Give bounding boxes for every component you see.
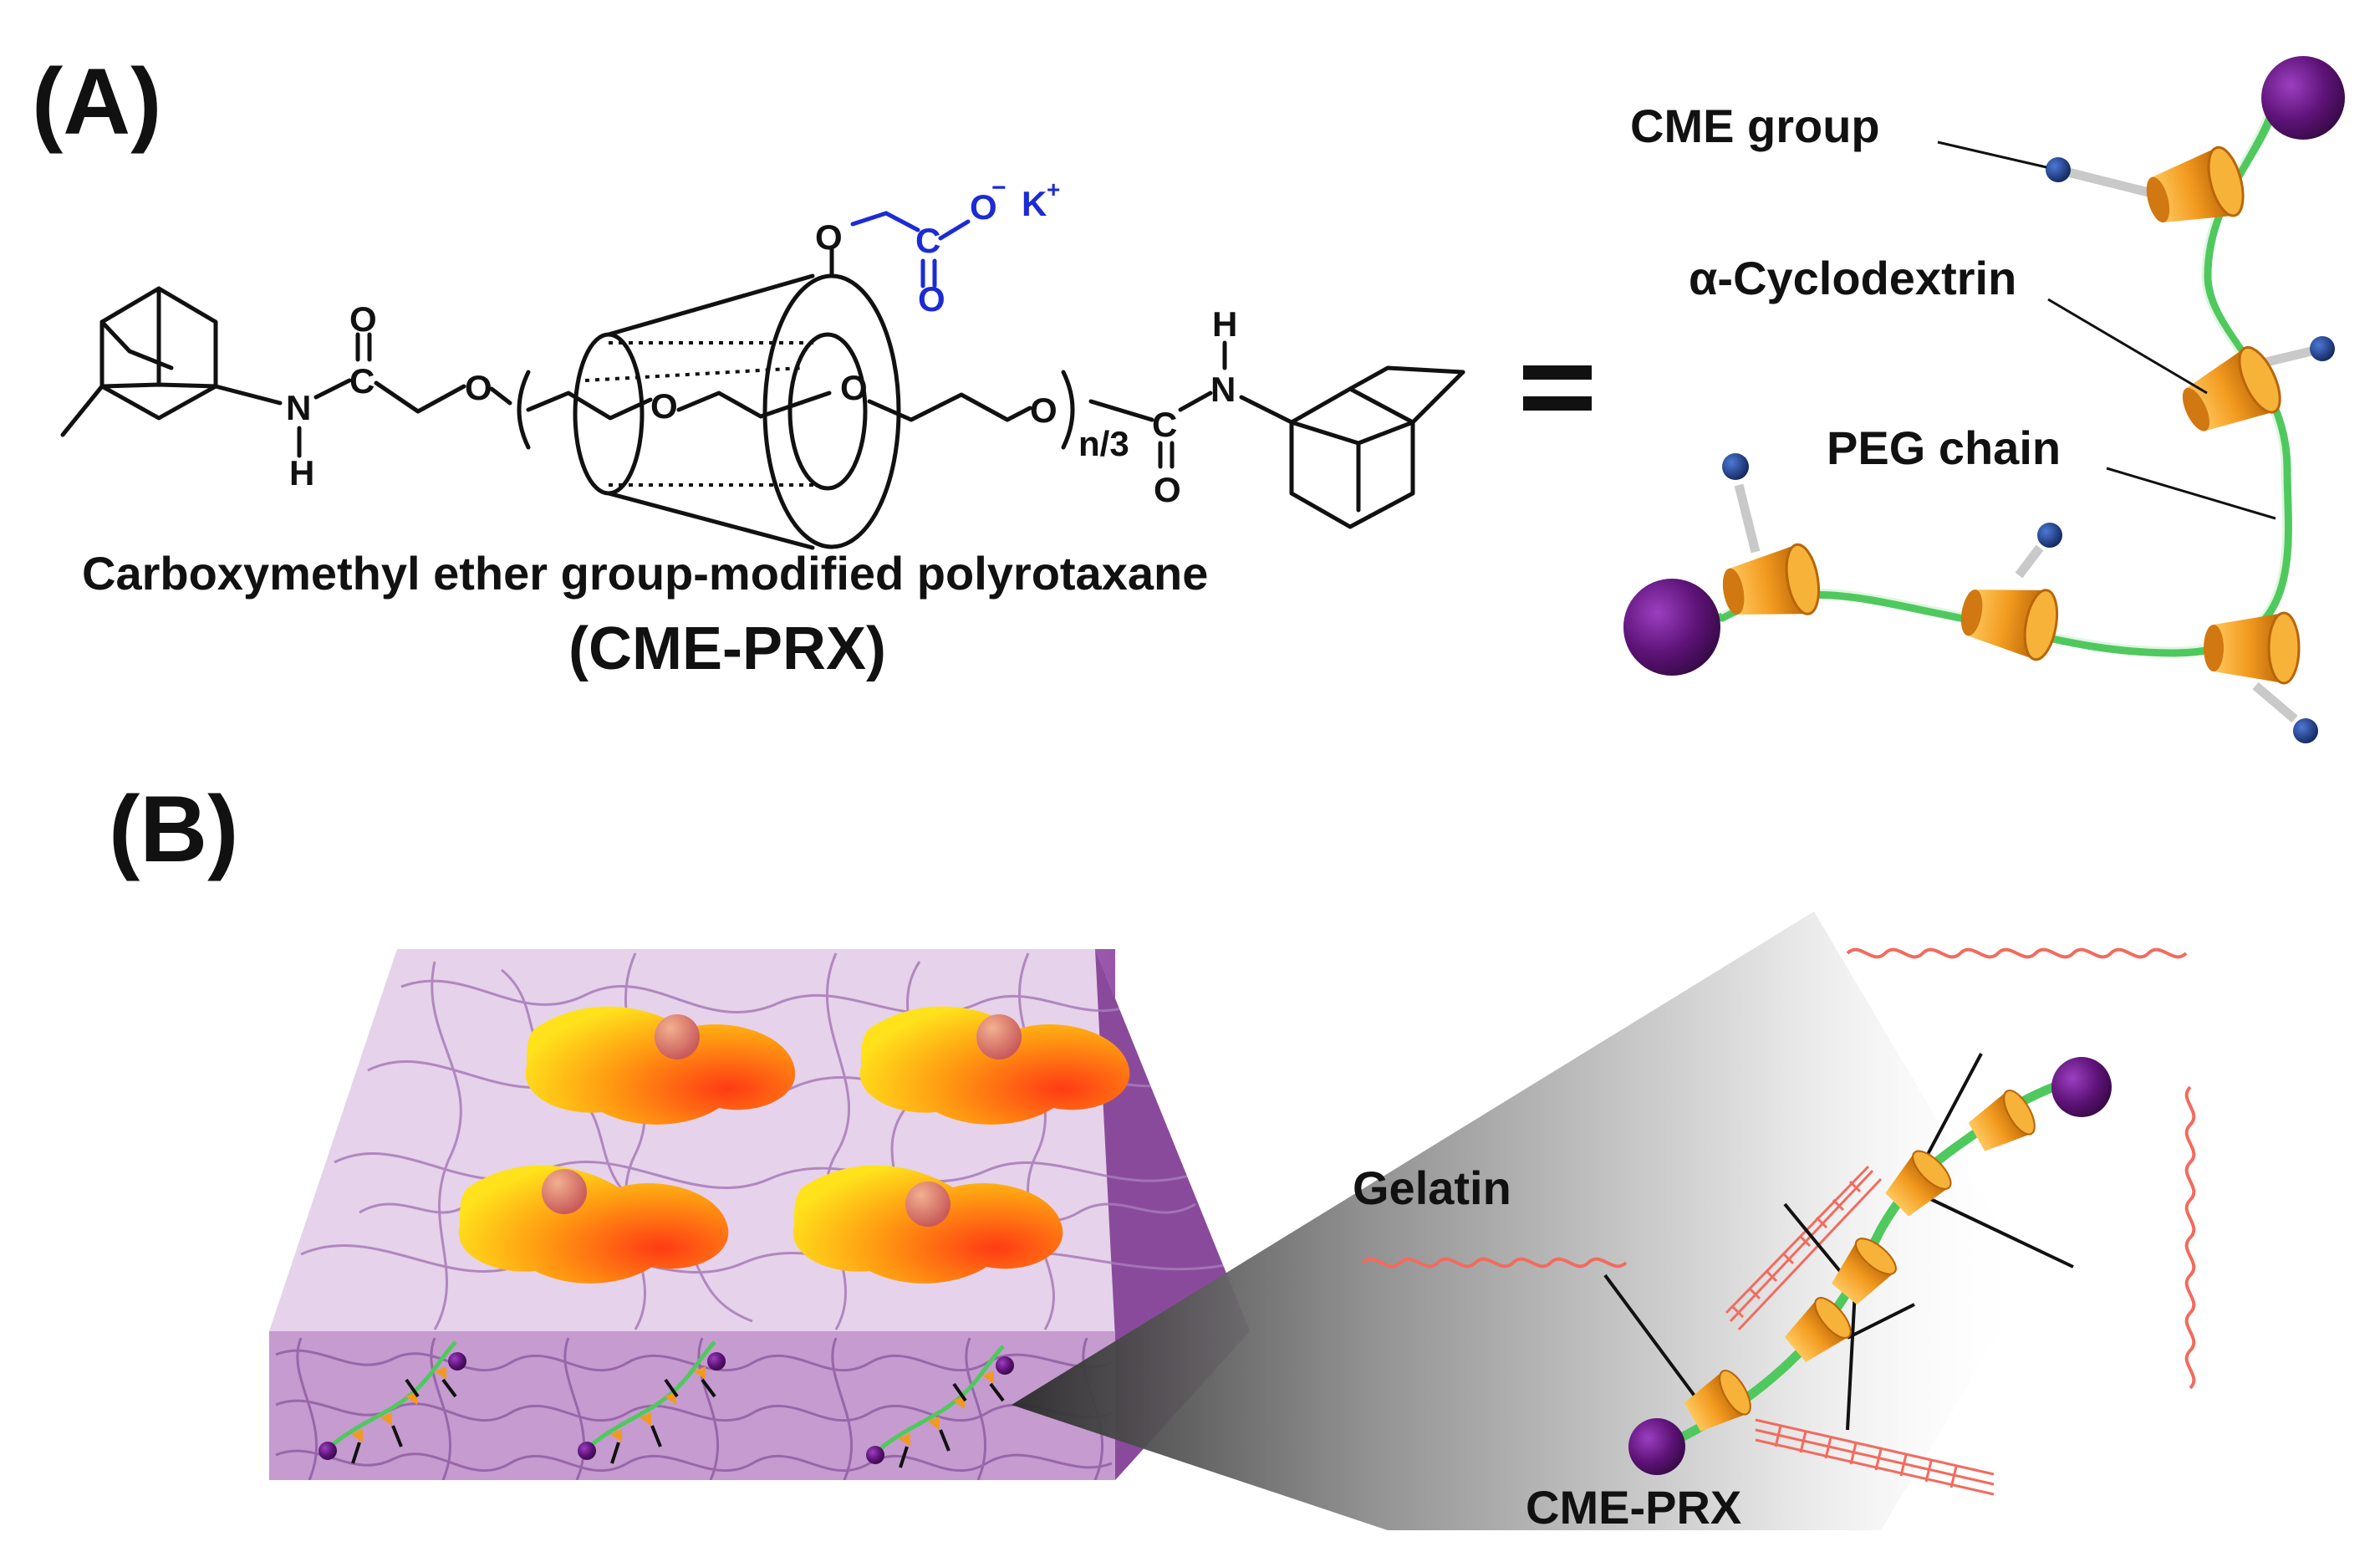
oxygen-label: O bbox=[1154, 470, 1181, 509]
leader-peg-chain bbox=[2106, 467, 2276, 520]
panel-b-label: (B) bbox=[109, 777, 238, 881]
carbon-label: C bbox=[349, 361, 375, 401]
gelatin-chain bbox=[2184, 1085, 2196, 1390]
gelatin-helix bbox=[1755, 1418, 1995, 1496]
carbonyl-oxygen-label: O bbox=[918, 279, 945, 319]
adamantane-right bbox=[1239, 365, 1465, 529]
adamantane-left bbox=[60, 286, 283, 437]
oxygen-label: O bbox=[650, 386, 678, 426]
hydrogen-label: H bbox=[289, 453, 314, 493]
oxygen-label: O bbox=[815, 217, 843, 257]
cell bbox=[859, 1006, 1130, 1125]
counter-ion-label: K bbox=[1022, 184, 1047, 223]
compound-abbreviation: (CME-PRX) bbox=[568, 615, 886, 682]
hydrogen-label: H bbox=[1212, 304, 1237, 344]
cme-group bbox=[2015, 523, 2062, 579]
oxygen-label: O bbox=[465, 368, 492, 407]
carboxyl-carbon-label: C bbox=[915, 221, 940, 260]
repeat-subscript: n/3 bbox=[1078, 424, 1129, 463]
oxygen-label: O bbox=[349, 299, 377, 339]
oxygen-label: O bbox=[1030, 391, 1057, 430]
carbon-label: C bbox=[1152, 405, 1177, 444]
oxygen-label: O bbox=[840, 368, 868, 407]
zoomed-network bbox=[1361, 947, 2196, 1496]
label-cme-prx: CME-PRX bbox=[1526, 1481, 1741, 1534]
cyclodextrin-ring bbox=[2182, 345, 2281, 431]
cyclodextrin-ring bbox=[2146, 145, 2245, 223]
leader-cme-group bbox=[1937, 140, 2047, 169]
cell bbox=[792, 1165, 1063, 1284]
gelatin-chain bbox=[1361, 1257, 1628, 1269]
cme-group bbox=[1722, 453, 1761, 554]
anion-charge: − bbox=[991, 174, 1007, 202]
mini-cme-prx bbox=[578, 1340, 726, 1464]
cyclodextrin-ring bbox=[1784, 1297, 1852, 1362]
cme-group bbox=[2046, 157, 2150, 197]
panel-a-label: (A) bbox=[32, 49, 161, 154]
mini-cme-prx bbox=[866, 1345, 1014, 1468]
compound-name: Carboxymethyl ether group-modified polyr… bbox=[82, 547, 1208, 600]
label-cyclodextrin: α-Cyclodextrin bbox=[1689, 252, 2016, 304]
stopper-sphere bbox=[1623, 579, 1720, 676]
label-cme-group: CME group bbox=[1630, 100, 1880, 152]
equals-sign bbox=[1523, 365, 1592, 411]
cyclodextrin-ring bbox=[2204, 611, 2301, 685]
nitrogen-label: N bbox=[1210, 370, 1236, 409]
gelatin-chain bbox=[1846, 947, 2188, 959]
cyclodextrin-ring bbox=[1722, 543, 1821, 615]
cme-group bbox=[2252, 682, 2318, 743]
stopper-sphere bbox=[1628, 1418, 1685, 1475]
stopper-sphere bbox=[2051, 1057, 2112, 1117]
nitrogen-label: N bbox=[286, 388, 311, 427]
chemical-structure: N H C O O O O O n/3 O C bbox=[60, 174, 1465, 550]
label-gelatin: Gelatin bbox=[1353, 1161, 1511, 1214]
label-peg-chain: PEG chain bbox=[1827, 421, 2061, 474]
cell bbox=[458, 1165, 729, 1284]
cyclodextrin-ring bbox=[1968, 1090, 2036, 1151]
counter-ion-charge: + bbox=[1047, 176, 1060, 202]
cyclodextrin-ring bbox=[1684, 1370, 1751, 1432]
cyclodextrin-ring bbox=[1832, 1238, 1897, 1305]
gelatin-helix bbox=[1725, 1165, 1883, 1331]
cme-prx-cartoon: CME group α-Cyclodextrin PEG chain bbox=[1623, 56, 2345, 743]
leader-cyclodextrin bbox=[2047, 298, 2208, 395]
peg-chain-strand bbox=[1717, 102, 2292, 657]
cyclodextrin-ring bbox=[1960, 589, 2059, 661]
carboxylate-oxygen-label: O bbox=[970, 187, 997, 227]
gel-fibers-front bbox=[275, 1337, 1113, 1480]
stopper-sphere bbox=[2261, 56, 2345, 140]
cell bbox=[525, 1006, 796, 1125]
mini-cme-prx bbox=[319, 1340, 466, 1464]
